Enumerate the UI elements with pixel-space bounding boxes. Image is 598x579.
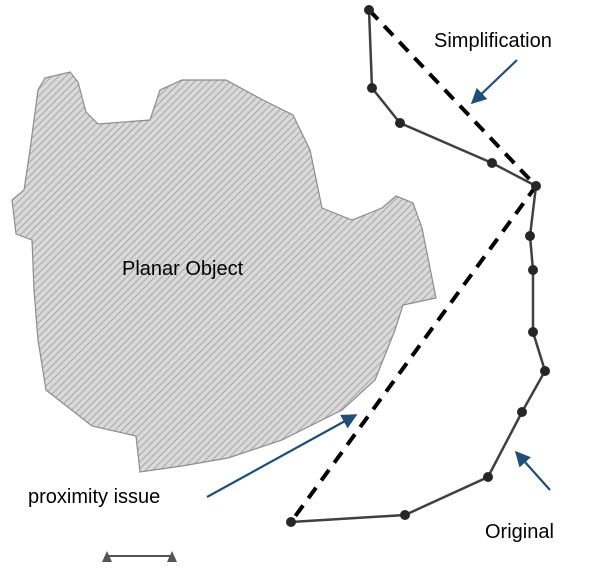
- original-label: Original: [485, 521, 554, 543]
- original-arrow: [514, 450, 551, 491]
- original-vertex: [286, 517, 296, 527]
- original-vertex: [487, 158, 497, 168]
- original-vertices: [286, 5, 550, 527]
- original-vertex: [517, 407, 527, 417]
- proximity-issue-arrow: [206, 414, 358, 498]
- planar-object-shape: [11, 71, 437, 473]
- original-vertex: [525, 231, 535, 241]
- original-vertex: [364, 5, 374, 15]
- original-vertex: [528, 327, 538, 337]
- planar-object-label: Planar Object: [122, 258, 244, 280]
- scale-bar: [102, 551, 177, 562]
- original-vertex: [483, 472, 493, 482]
- original-vertex: [540, 366, 550, 376]
- original-vertex: [367, 83, 377, 93]
- original-vertex: [531, 181, 541, 191]
- proximity-issue-label: proximity issue: [28, 486, 160, 508]
- original-vertex: [395, 118, 405, 128]
- original-vertex: [528, 265, 538, 275]
- original-vertex: [400, 510, 410, 520]
- simplification-label: Simplification: [434, 30, 552, 52]
- simplification-arrow: [470, 59, 518, 105]
